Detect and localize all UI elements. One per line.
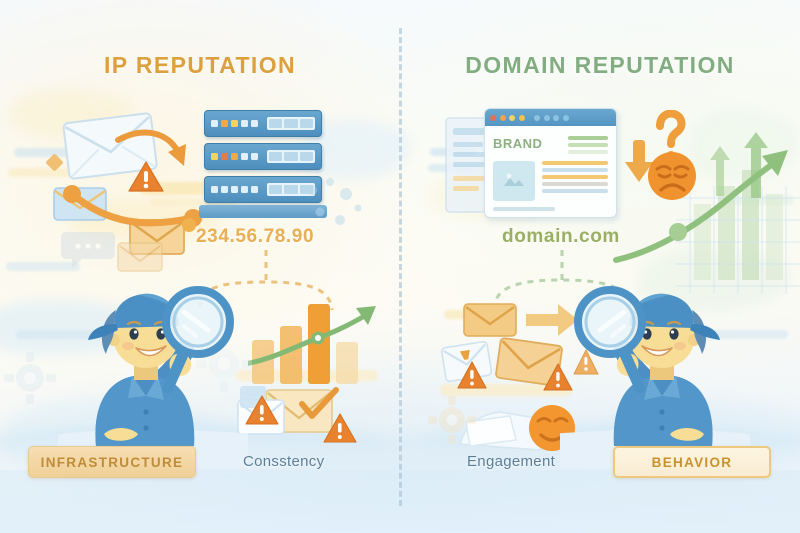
browser-dot-orange (499, 114, 506, 121)
brand-image-placeholder (493, 161, 535, 201)
label-pill-behavior[interactable]: BEHAVIOR (613, 446, 771, 478)
arrow-right-orange-icon (526, 304, 578, 336)
browser-dot-yellow (509, 114, 515, 121)
domain-name-label: domain.com (502, 226, 620, 247)
label-pill-infrastructure[interactable]: INFRASTRUCTURE (28, 446, 196, 478)
ip-address-label: 234.56.78.90 (196, 226, 315, 247)
browser-titlebar (485, 109, 616, 126)
envelope-orange-edge-icon (117, 242, 163, 272)
panel-title-right: DOMAIN REPUTATION (465, 52, 735, 78)
brand-lines-block (568, 133, 608, 154)
arrow-down-orange-icon (625, 140, 653, 182)
envelope-warning-cluster-right (440, 337, 599, 391)
connector-dots-orange-icon (63, 185, 202, 227)
panel-title-left: IP REPUTATION (104, 52, 296, 78)
brand-footer-line (493, 207, 555, 211)
inspector-character-right (560, 286, 750, 468)
panel-divider (399, 28, 402, 506)
label-engagement: Engagement (467, 453, 556, 470)
gear-pale-right-icon (428, 396, 476, 444)
chat-bubble-gray-icon (61, 232, 115, 268)
browser-dot-blue-1 (534, 114, 540, 121)
envelope-orange-right-icon (463, 303, 517, 337)
browser-window-mock[interactable]: BRAND (484, 108, 617, 218)
browser-dot-blue-4 (562, 114, 569, 121)
background-grid-blue (676, 186, 800, 294)
trend-arrow-green-right-icon (613, 150, 788, 263)
sad-face-orange-icon (648, 152, 696, 200)
browser-dot-blue-3 (553, 114, 559, 121)
browser-dot-amber (518, 114, 525, 121)
label-consistency: Consstency (243, 453, 325, 470)
brand-word-label: BRAND (493, 136, 543, 151)
browser-content: BRAND (485, 126, 616, 217)
bar-chart-trend-left (248, 304, 376, 384)
browser-dot-red (490, 114, 496, 121)
inspector-character-left (58, 286, 248, 468)
envelope-white-large-icon (62, 112, 158, 180)
envelope-white-happy-group-right (458, 405, 575, 451)
gear-pale-left-icon (4, 352, 56, 404)
arrow-up-green-group-icon (710, 132, 768, 198)
ip-dot-marker (182, 218, 196, 232)
dot-cluster-blue (307, 178, 362, 225)
envelope-check-warning-group-left (237, 386, 357, 443)
browser-dot-blue-2 (543, 114, 550, 121)
brand-text-lines (542, 161, 608, 201)
server-rack-icon (199, 110, 332, 220)
warning-triangle-orange-icon (128, 161, 164, 192)
arrow-curved-orange-icon (115, 129, 186, 166)
